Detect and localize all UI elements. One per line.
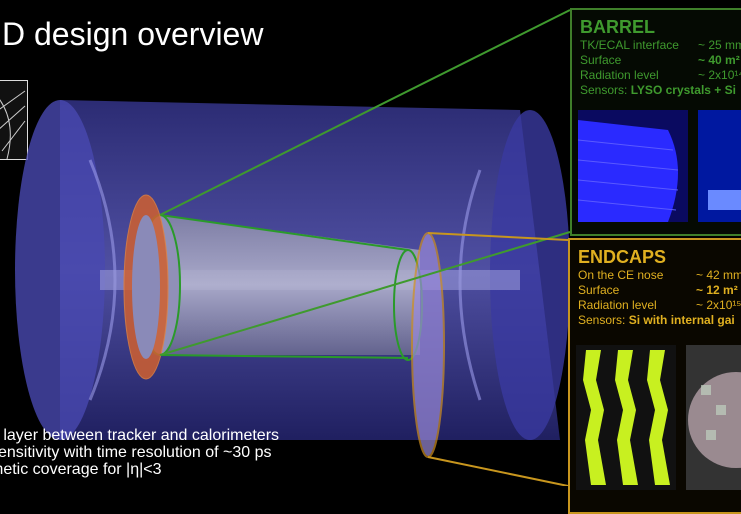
bullet-item: sensitivity with time resolution of ~30 …: [0, 444, 272, 461]
barrel-images: [578, 110, 741, 222]
barrel-row: TK/ECAL interface~ 25 mm th: [580, 38, 741, 52]
barrel-row: Surface~ 40 m²: [580, 53, 740, 67]
endcaps-row: Radiation level~ 2x10¹⁵ n: [578, 298, 741, 312]
barrel-callout-lines: [159, 9, 571, 356]
barrel-heading: BARREL: [580, 17, 655, 37]
detector-drawing: [15, 9, 571, 486]
endcaps-heading: ENDCAPS: [578, 247, 667, 267]
thumbnail-image: [0, 80, 28, 160]
barrel-row: Radiation level~ 2x10¹⁴ n: [580, 68, 741, 82]
endcaps-panel: ENDCAPS On the CE nose~ 42 mm th Surface…: [568, 238, 741, 514]
endcaps-sensors: Sensors: Si with internal gai: [578, 313, 735, 327]
sipm-image: [698, 110, 741, 222]
wafer-image: [686, 345, 741, 490]
endcaps-images: [576, 345, 741, 490]
bullet-list: a layer between tracker and calorimeters…: [0, 427, 279, 478]
endcaps-row: On the CE nose~ 42 mm th: [578, 268, 741, 282]
lyso-crystal-image: [578, 110, 688, 222]
barrel-sensors: Sensors: LYSO crystals + Si: [580, 83, 736, 97]
bullet-item: a layer between tracker and calorimeters: [0, 427, 280, 444]
endcap-ring-right: [411, 232, 445, 458]
barrel-panel: BARREL TK/ECAL interface~ 25 mm th Surfa…: [570, 8, 741, 236]
lgad-sensor-image: [576, 345, 676, 490]
bullet-item: metic coverage for |η|<3: [0, 461, 162, 478]
slide-title: D design overview: [2, 16, 264, 52]
endcap-callout-lines: [427, 232, 569, 486]
endcaps-row: Surface~ 12 m²: [578, 283, 738, 297]
